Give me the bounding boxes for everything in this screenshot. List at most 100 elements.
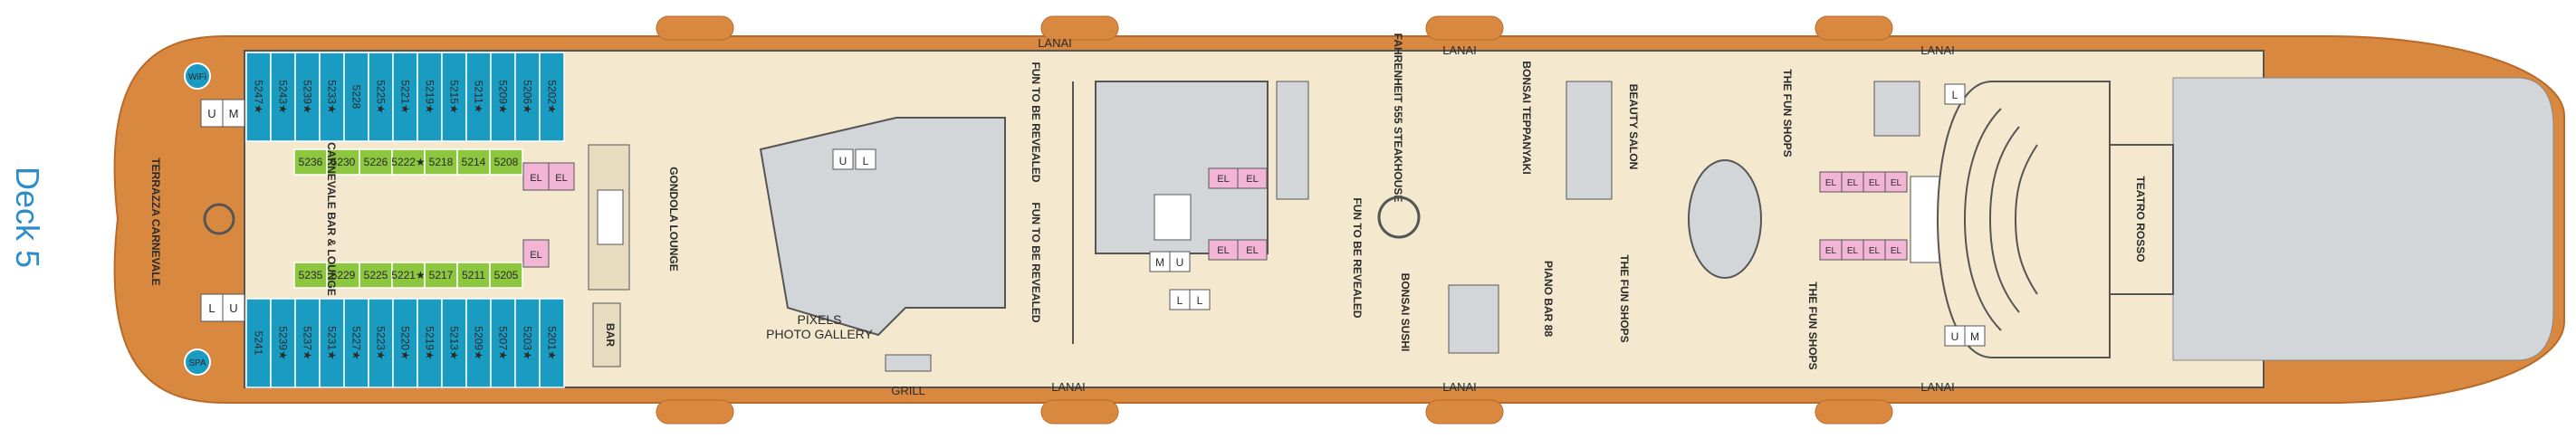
cabin-number: 5243★ xyxy=(277,80,290,113)
elevator-label: EL xyxy=(530,250,541,261)
wifi-label: WiFi xyxy=(188,72,206,82)
spa-icon xyxy=(184,348,211,376)
seating-row xyxy=(1963,108,2002,331)
grey-service xyxy=(1276,81,1309,200)
elevator-label: EL xyxy=(1246,174,1258,185)
cabin-number: 5206★ xyxy=(522,80,534,113)
terrazza-label: TERRAZZA CARNEVALE xyxy=(149,157,162,285)
cabin-number: 5213★ xyxy=(448,326,461,359)
elevator-label: EL xyxy=(1217,174,1229,185)
elevator-label: EL xyxy=(1847,178,1859,188)
cabin xyxy=(539,298,565,388)
atrium xyxy=(1688,159,1762,279)
cabin-number: 5209★ xyxy=(473,326,485,359)
teatro-rosso-seating xyxy=(1936,81,2111,358)
gondola-stairs xyxy=(597,189,624,245)
restroom-box xyxy=(222,293,245,322)
cabin-number: 5202★ xyxy=(546,80,559,113)
fahrenheit-label: FAHRENHEIT 555 STEAKHOUSE xyxy=(1392,33,1404,203)
bonsai-sushi-label: BONSAI SUSHI xyxy=(1399,273,1412,352)
mens-label: M xyxy=(1155,256,1164,269)
elevator-label: EL xyxy=(1825,178,1837,188)
unisex-label: U xyxy=(1176,256,1184,269)
cabin-number: 5227★ xyxy=(350,326,363,359)
shop-area xyxy=(1873,81,1920,137)
seating-row xyxy=(2014,144,2038,295)
cabin-number: 5237★ xyxy=(302,326,314,359)
cabin-number: 5215★ xyxy=(448,80,461,113)
elevator-label: EL xyxy=(1825,246,1837,256)
cabin xyxy=(417,52,443,142)
cabin xyxy=(490,52,516,142)
rotunda xyxy=(1377,196,1421,239)
unisex-label: U xyxy=(1951,330,1959,343)
wifi-icon xyxy=(184,62,211,90)
elevator-box xyxy=(548,162,575,191)
cabin-number: 5221★ xyxy=(399,80,412,113)
elevator-label: EL xyxy=(1246,245,1258,256)
cabin-number: 5205 xyxy=(494,269,519,282)
restroom-box xyxy=(832,148,854,170)
rail-bump xyxy=(656,399,734,425)
unisex-label: U xyxy=(229,301,237,315)
elevator-label: EL xyxy=(530,173,541,184)
elevator-box xyxy=(1884,171,1908,193)
gondola-lounge-label: GONDOLA LOUNGE xyxy=(667,167,680,272)
cabin xyxy=(417,298,443,388)
rail-bump xyxy=(1425,15,1504,41)
seating-row xyxy=(1988,126,2020,313)
rail-bump xyxy=(1815,15,1893,41)
pixels-gallery-area xyxy=(759,117,1006,337)
restroom-box xyxy=(1169,251,1191,272)
rail-bump xyxy=(1425,399,1504,425)
ladies-label: L xyxy=(208,301,215,315)
teatro-rosso-label: TEATRO ROSSO xyxy=(2134,176,2147,262)
bonsai-teppanyaki-label: BONSAI TEPPANYAKI xyxy=(1520,61,1533,174)
grill-counter xyxy=(885,354,932,372)
aft-circle xyxy=(203,203,235,235)
cabin-number: 5233★ xyxy=(326,80,339,113)
elevator-label: EL xyxy=(1869,246,1881,256)
cabin xyxy=(539,52,565,142)
cabin xyxy=(319,52,345,142)
restroom-box xyxy=(1189,289,1211,310)
rail-bump xyxy=(656,15,734,41)
cabin-number: 5235 xyxy=(299,269,323,282)
grill-label: GRILL xyxy=(891,384,925,397)
cabin xyxy=(245,52,272,142)
ladies-label: L xyxy=(863,155,869,167)
cabin xyxy=(489,148,523,176)
cabin-number: 5208 xyxy=(494,156,519,168)
spa-label: SPA xyxy=(188,358,206,368)
elevator-label: EL xyxy=(1891,178,1902,188)
sushi-counter xyxy=(1448,284,1499,354)
fun-to-be-revealed-label: FUN TO BE REVEALED xyxy=(1351,197,1364,318)
cabin-number: 5228 xyxy=(350,85,363,110)
fun-shops-label: THE FUN SHOPS xyxy=(1781,69,1794,157)
cabin xyxy=(490,298,516,388)
cabin xyxy=(424,262,458,289)
elevator-label: EL xyxy=(1869,178,1881,188)
cabin xyxy=(368,298,394,388)
beauty-salon-label: BEAUTY SALON xyxy=(1627,84,1640,169)
teatro-stage xyxy=(2109,144,2174,295)
fun-to-be-revealed-label: FUN TO BE REVEALED xyxy=(1029,62,1042,182)
cabin-number: 5203★ xyxy=(522,326,534,359)
restroom-box xyxy=(1944,83,1966,105)
cabin-number: 5230 xyxy=(331,156,356,168)
piano-bar-label: PIANO BAR 88 xyxy=(1542,261,1555,337)
restroom-box xyxy=(200,99,224,128)
cabin xyxy=(245,298,272,388)
elevator-box xyxy=(1884,239,1908,261)
cabin-number: 5209★ xyxy=(497,80,510,113)
restroom-box xyxy=(1964,325,1986,347)
cabin-number: 5214 xyxy=(462,156,486,168)
lanai-label: LANAI xyxy=(1051,380,1086,394)
elevator-box xyxy=(1237,239,1268,261)
cabin xyxy=(514,52,541,142)
